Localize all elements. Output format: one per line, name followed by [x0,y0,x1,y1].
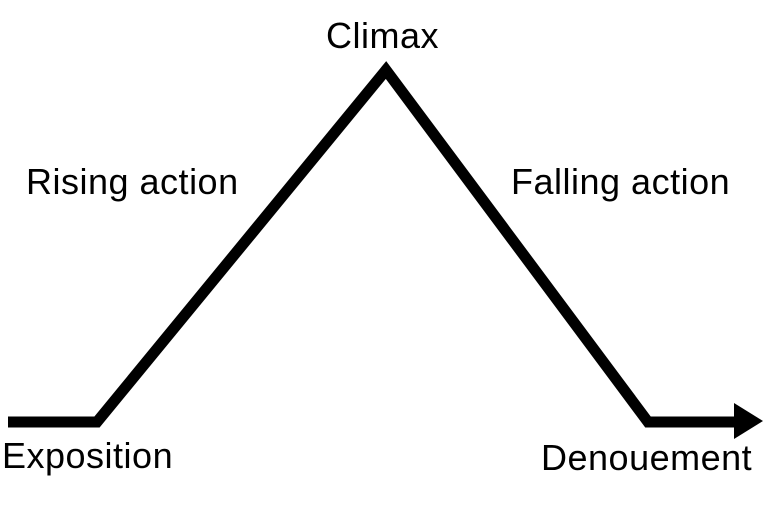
exposition-label: Exposition [2,435,174,476]
climax-label: Climax [326,15,440,56]
denouement-label: Denouement [541,437,753,478]
arrow-head-icon [734,403,763,439]
rising-action-label: Rising action [26,161,239,202]
story-arc-line [8,61,740,428]
falling-action-label: Falling action [511,161,731,202]
